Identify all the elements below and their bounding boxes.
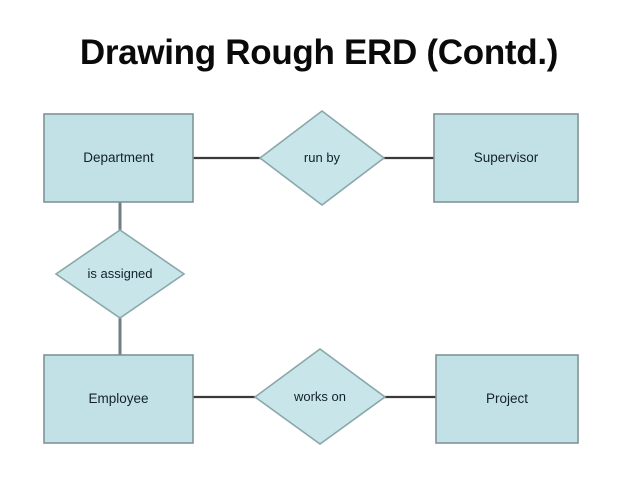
connector-group xyxy=(118,156,436,399)
entity-box-project[interactable] xyxy=(435,354,579,444)
entity-box-supervisor[interactable] xyxy=(433,113,579,203)
entity-box-department[interactable] xyxy=(43,113,194,203)
erd-shapes xyxy=(43,109,579,445)
entity-group xyxy=(43,113,579,444)
erd-diagram: Department Supervisor Employee Project r… xyxy=(0,95,638,465)
relationship-diamond-works-on[interactable] xyxy=(253,348,387,445)
page-title: Drawing Rough ERD (Contd.) xyxy=(79,33,559,72)
relationship-diamond-run-by[interactable] xyxy=(258,109,386,207)
relationship-diamond-is-assigned[interactable] xyxy=(54,229,186,319)
relationship-group xyxy=(54,109,387,445)
entity-box-employee[interactable] xyxy=(43,354,194,444)
